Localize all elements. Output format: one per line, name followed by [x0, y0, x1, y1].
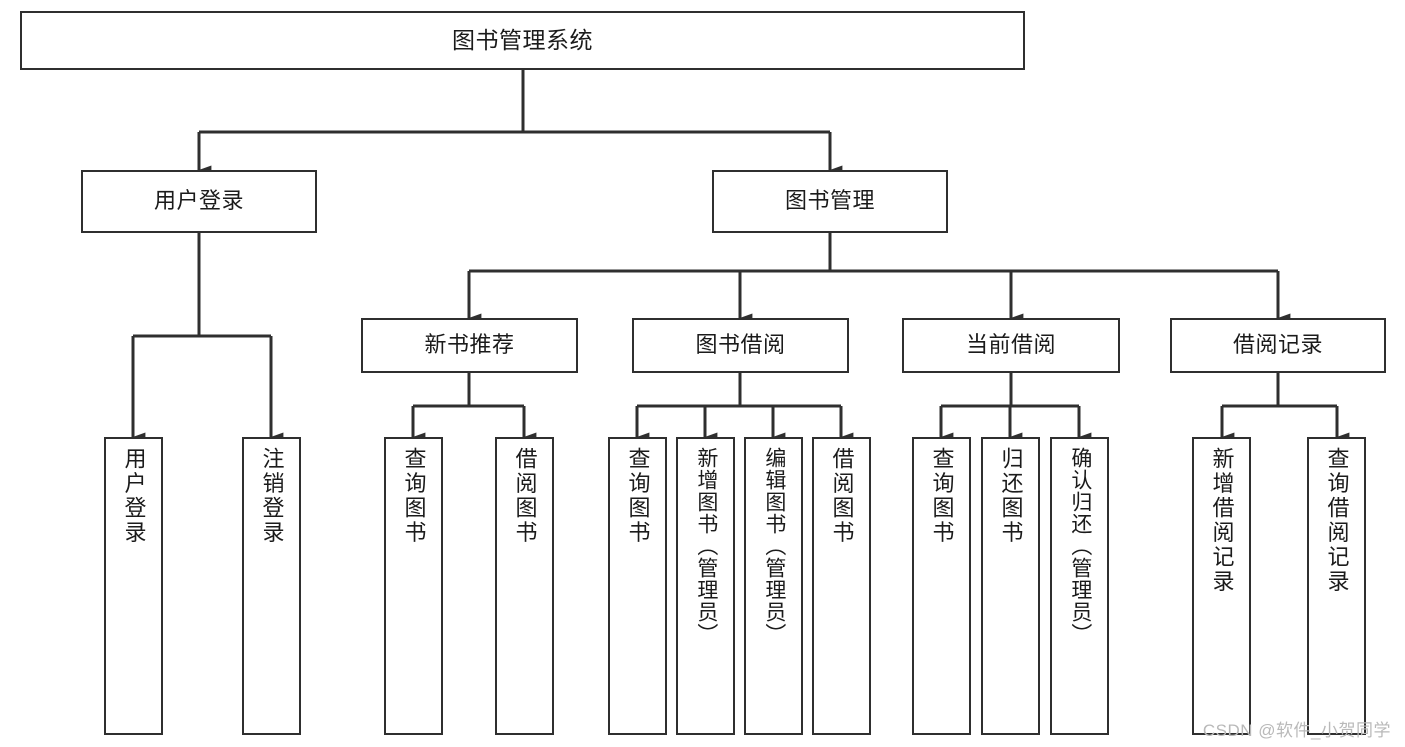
node-label: 编辑图书（管理员） — [762, 447, 786, 645]
node-label: 查询图书 — [401, 447, 427, 545]
node-label: 借阅图书 — [829, 447, 855, 545]
node-label: 查询图书 — [625, 447, 651, 545]
node-label: 新增图书（管理员） — [694, 447, 718, 645]
node-label: 图书管理 — [784, 188, 875, 214]
node-label: 查询借阅记录 — [1324, 447, 1350, 594]
node-label: 借阅记录 — [1232, 332, 1323, 358]
node-label: 新书推荐 — [424, 332, 515, 358]
node-leaf-add-book[interactable]: 新增图书（管理员） — [676, 437, 735, 735]
node-leaf-borrow-book-2[interactable]: 借阅图书 — [812, 437, 871, 735]
node-label: 借阅图书 — [512, 447, 538, 545]
node-label: 注销登录 — [259, 447, 285, 545]
node-leaf-query-record[interactable]: 查询借阅记录 — [1307, 437, 1366, 735]
node-label: 归还图书 — [998, 447, 1024, 545]
node-leaf-edit-book[interactable]: 编辑图书（管理员） — [744, 437, 803, 735]
node-label: 当前借阅 — [965, 332, 1056, 358]
node-label: 新增借阅记录 — [1209, 447, 1235, 594]
node-label: 图书借阅 — [695, 332, 786, 358]
node-book-management-system[interactable]: 图书管理系统 — [20, 11, 1025, 70]
node-label: 图书管理系统 — [452, 26, 593, 53]
node-label: 查询图书 — [929, 447, 955, 545]
node-label: 用户登录 — [153, 188, 244, 214]
node-leaf-logout-login[interactable]: 注销登录 — [242, 437, 301, 735]
node-book-borrow[interactable]: 图书借阅 — [632, 318, 849, 373]
node-leaf-query-book-3[interactable]: 查询图书 — [912, 437, 971, 735]
node-leaf-add-record[interactable]: 新增借阅记录 — [1192, 437, 1251, 735]
node-leaf-return-book[interactable]: 归还图书 — [981, 437, 1040, 735]
node-leaf-borrow-book-1[interactable]: 借阅图书 — [495, 437, 554, 735]
node-leaf-query-book-1[interactable]: 查询图书 — [384, 437, 443, 735]
node-current-borrow[interactable]: 当前借阅 — [902, 318, 1120, 373]
node-book-management[interactable]: 图书管理 — [712, 170, 948, 233]
csdn-watermark: CSDN @软件_小贺同学 — [1202, 721, 1391, 740]
node-user-login[interactable]: 用户登录 — [81, 170, 317, 233]
node-new-book-recommend[interactable]: 新书推荐 — [361, 318, 578, 373]
node-label: 确认归还（管理员） — [1068, 447, 1092, 645]
node-leaf-confirm-return[interactable]: 确认归还（管理员） — [1050, 437, 1109, 735]
node-label: 用户登录 — [121, 447, 147, 545]
node-borrow-record[interactable]: 借阅记录 — [1170, 318, 1386, 373]
node-leaf-query-book-2[interactable]: 查询图书 — [608, 437, 667, 735]
node-leaf-user-login[interactable]: 用户登录 — [104, 437, 163, 735]
